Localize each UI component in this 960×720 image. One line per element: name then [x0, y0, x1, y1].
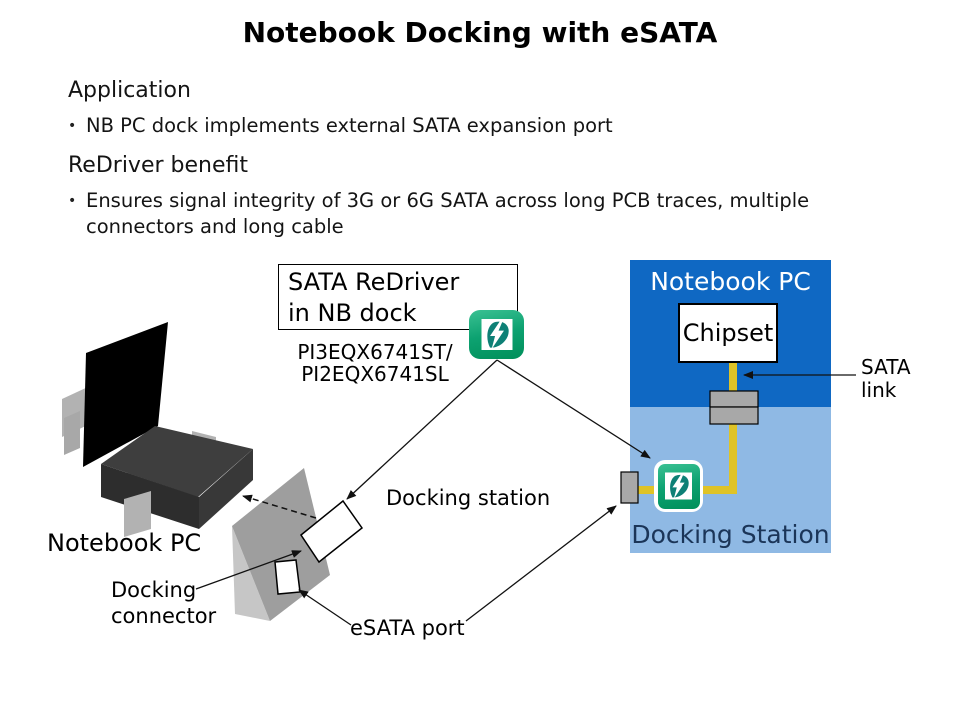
- part-numbers: PI3EQX6741ST/ PI2EQX6741SL: [274, 341, 476, 385]
- chipset-box: Chipset: [678, 303, 778, 363]
- pericom-glyph-icon: [481, 319, 512, 350]
- esata-port-plate: [274, 559, 301, 595]
- pericom-logo-icon: [469, 310, 524, 359]
- notebook-pc-box-title: Notebook PC: [650, 267, 811, 296]
- laptop-screen: [83, 322, 168, 467]
- section-heading-application: Application: [68, 78, 191, 103]
- docking-station-box-title: Docking Station: [631, 520, 830, 549]
- callout-line2: in NB dock: [288, 299, 417, 327]
- page-title: Notebook Docking with eSATA: [242, 16, 718, 49]
- esata-right-arrow: [465, 505, 617, 622]
- pericom-logo-icon: [654, 460, 703, 512]
- esata-left-arrow: [298, 589, 352, 626]
- docking-connector-block: [709, 390, 759, 425]
- docking-connector-plate: [299, 499, 364, 564]
- platform-left-foot: [64, 411, 80, 455]
- docking-station-illustration: [232, 468, 364, 621]
- bullet-marker: •: [68, 193, 77, 209]
- platform-front-foot: [124, 491, 151, 537]
- bullet-marker: •: [68, 118, 77, 134]
- wedge-main-face: [232, 468, 330, 621]
- bullet-redriver-benefit: • Ensures signal integrity of 3G or 6G S…: [68, 188, 878, 240]
- esata-connector-block: [620, 471, 639, 504]
- dock-to-laptop-dashed-arrow: [242, 494, 317, 519]
- text-block: Application • NB PC dock implements exte…: [68, 76, 908, 252]
- notebook-pc-illustration: [62, 322, 253, 537]
- callout-line1: SATA ReDriver: [288, 268, 460, 296]
- bullet-application: • NB PC dock implements external SATA ex…: [68, 113, 878, 139]
- part-number-2: PI2EQX6741SL: [301, 362, 449, 386]
- bullet-text: Ensures signal integrity of 3G or 6G SAT…: [86, 189, 810, 238]
- redriver-to-station-arrow: [496, 359, 651, 459]
- part-number-1: PI3EQX6741ST/: [297, 340, 453, 364]
- laptop-base-top: [101, 426, 253, 497]
- docking-connector-arrow: [195, 550, 302, 590]
- redriver-to-dockplate-arrow: [346, 359, 498, 500]
- bullet-text: NB PC dock implements external SATA expa…: [86, 114, 613, 137]
- laptop-base-side: [199, 449, 253, 529]
- section-heading-redriver-benefit: ReDriver benefit: [68, 153, 248, 178]
- pericom-glyph-icon: [665, 472, 692, 500]
